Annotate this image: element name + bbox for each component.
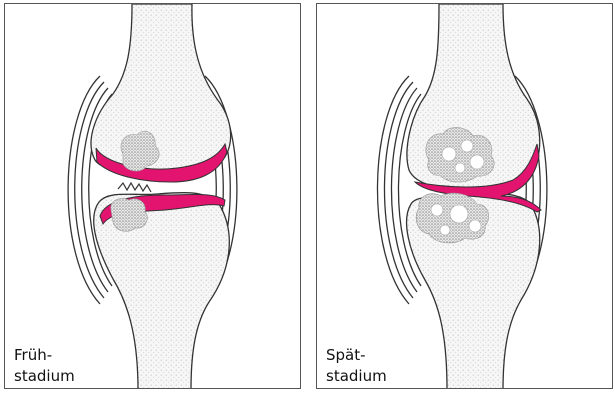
stage-label-line2: stadium <box>14 366 75 387</box>
late-stage-panel: Spät- stadium <box>316 3 613 389</box>
early-stage-joint-illustration <box>5 4 301 389</box>
lower-bone-lesion <box>111 198 148 231</box>
stage-label-line2: stadium <box>326 366 387 387</box>
stage-label: Früh- stadium <box>14 345 75 387</box>
stage-label-line1: Früh- <box>14 345 75 366</box>
stage-label: Spät- stadium <box>326 345 387 387</box>
upper-bone <box>91 4 231 172</box>
stage-label-line1: Spät- <box>326 345 387 366</box>
early-stage-panel: Früh- stadium <box>4 3 301 389</box>
late-stage-joint-illustration <box>317 4 613 389</box>
cartilage-erosion <box>118 183 151 192</box>
